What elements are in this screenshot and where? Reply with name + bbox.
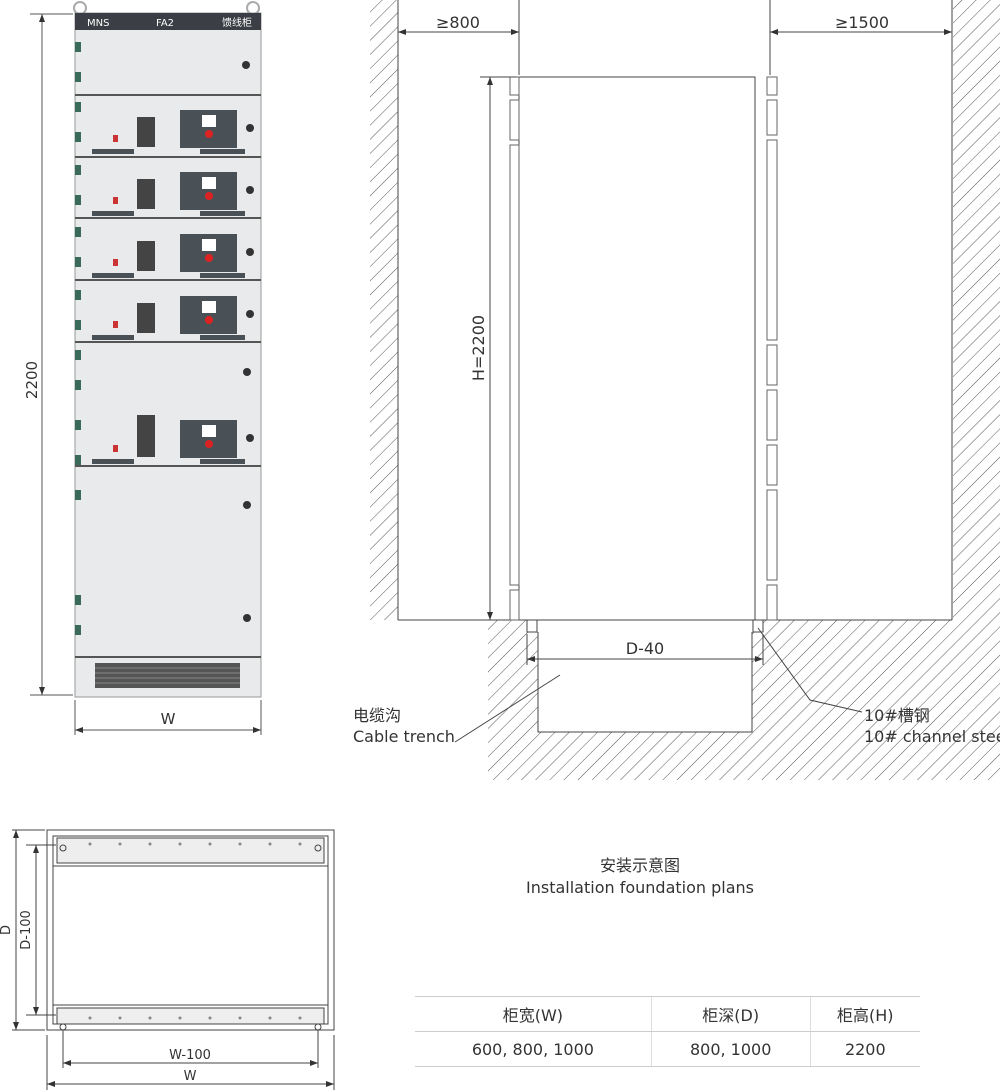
plan-view	[12, 829, 335, 1090]
header-depth: 柜深(D)	[650, 996, 811, 1032]
front-height-dimension	[30, 13, 262, 735]
table-row: 600, 800, 1000 800, 1000 2200	[415, 1031, 920, 1067]
header-height: 柜高(H)	[809, 996, 920, 1032]
front-view-cabinet: MNS FA2 馈线柜	[73, 1, 262, 698]
plan-width-label: W	[184, 1069, 197, 1084]
trench-label-en: Cable trench	[353, 727, 455, 746]
front-width-label: W	[161, 710, 176, 728]
caption-cn: 安装示意图	[599, 856, 680, 875]
header-width: 柜宽(W)	[415, 996, 652, 1032]
trench-label-cn: 电缆沟	[353, 706, 401, 725]
header-feeder: 馈线柜	[222, 16, 252, 29]
caption-en: Installation foundation plans	[526, 878, 754, 897]
cell-depth: 800, 1000	[650, 1031, 811, 1067]
front-height-label: 2200	[23, 361, 41, 399]
plan-depth-label: D	[0, 925, 14, 935]
side-cabinet	[518, 76, 756, 621]
side-height-label: H=2200	[469, 315, 488, 381]
left-clearance-label: ≥800	[436, 13, 480, 32]
steel-label-en: 10# channel steel	[864, 727, 1000, 746]
side-view	[370, 0, 1000, 780]
cabinet-header-bar	[75, 13, 261, 30]
header-fa2: FA2	[156, 18, 174, 29]
right-clearance-label: ≥1500	[835, 13, 889, 32]
table-header-row: 柜宽(W) 柜深(D) 柜高(H)	[415, 996, 920, 1032]
drawer-units	[92, 110, 254, 464]
steel-label-cn: 10#槽钢	[864, 706, 930, 725]
vent-grille	[95, 663, 240, 688]
plan-inner-width-label: W-100	[169, 1048, 211, 1063]
trench-width-label: D-40	[626, 639, 664, 658]
spec-table: 柜宽(W) 柜深(D) 柜高(H) 600, 800, 1000 800, 10…	[415, 996, 920, 1067]
header-mns: MNS	[87, 18, 109, 29]
plan-inner-depth-label: D-100	[19, 910, 34, 950]
cell-height: 2200	[809, 1031, 920, 1067]
cell-width: 600, 800, 1000	[415, 1031, 652, 1067]
